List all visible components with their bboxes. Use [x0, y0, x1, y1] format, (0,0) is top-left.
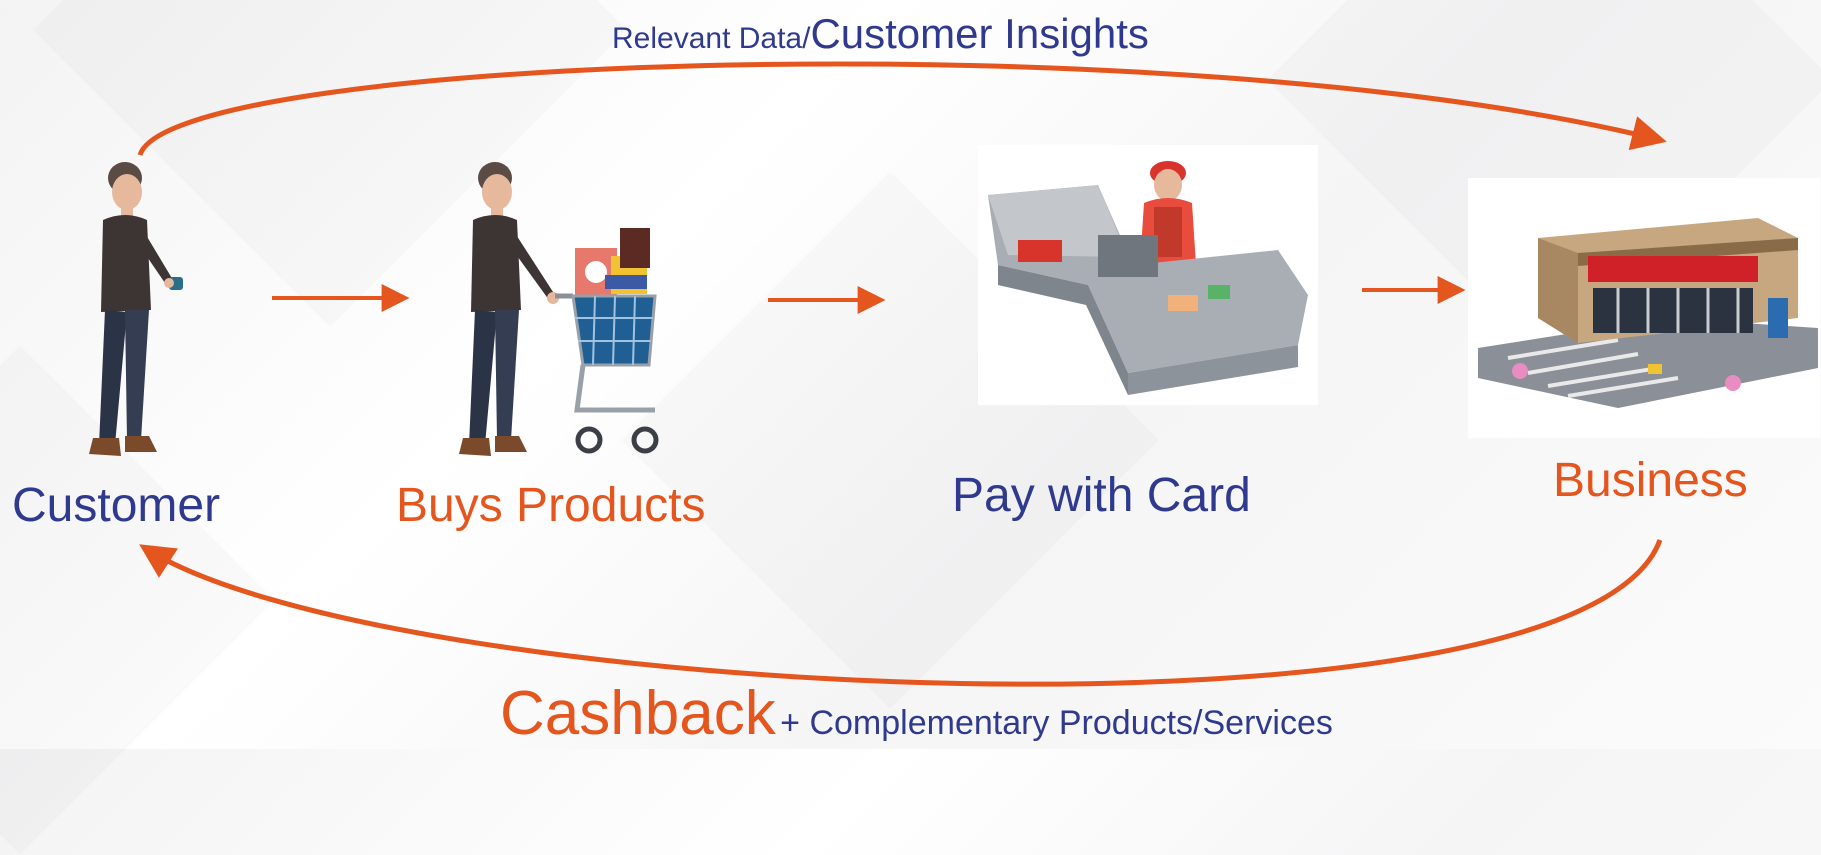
customer-walking-icon: [89, 162, 183, 456]
top-arrow-label-small: Relevant Data/: [612, 22, 811, 55]
top-arrow-label-large: Customer Insights: [810, 10, 1149, 57]
bottom-arrow-label: Cashback + Complementary Products/Servic…: [500, 678, 1333, 749]
top-curved-arrow: [137, 61, 1667, 156]
node-label-pay-with-card: Pay with Card: [952, 469, 1251, 522]
store-building-icon: [1468, 178, 1820, 438]
top-arrow-label: Relevant Data/Customer Insights: [612, 10, 1149, 58]
bottom-curved-arrow: [139, 539, 1663, 687]
customer-with-shopping-cart-icon: [459, 162, 659, 456]
bottom-arrow-label-small: + Complementary Products/Services: [780, 704, 1333, 742]
node-label-customer: Customer: [12, 479, 221, 532]
node-label-business: Business: [1553, 454, 1748, 507]
checkout-counter-cashier-icon: [978, 145, 1318, 405]
bottom-arrow-label-large: Cashback: [500, 679, 776, 748]
node-label-buys-products: Buys Products: [396, 479, 706, 532]
flow-arrows: [137, 61, 1667, 687]
